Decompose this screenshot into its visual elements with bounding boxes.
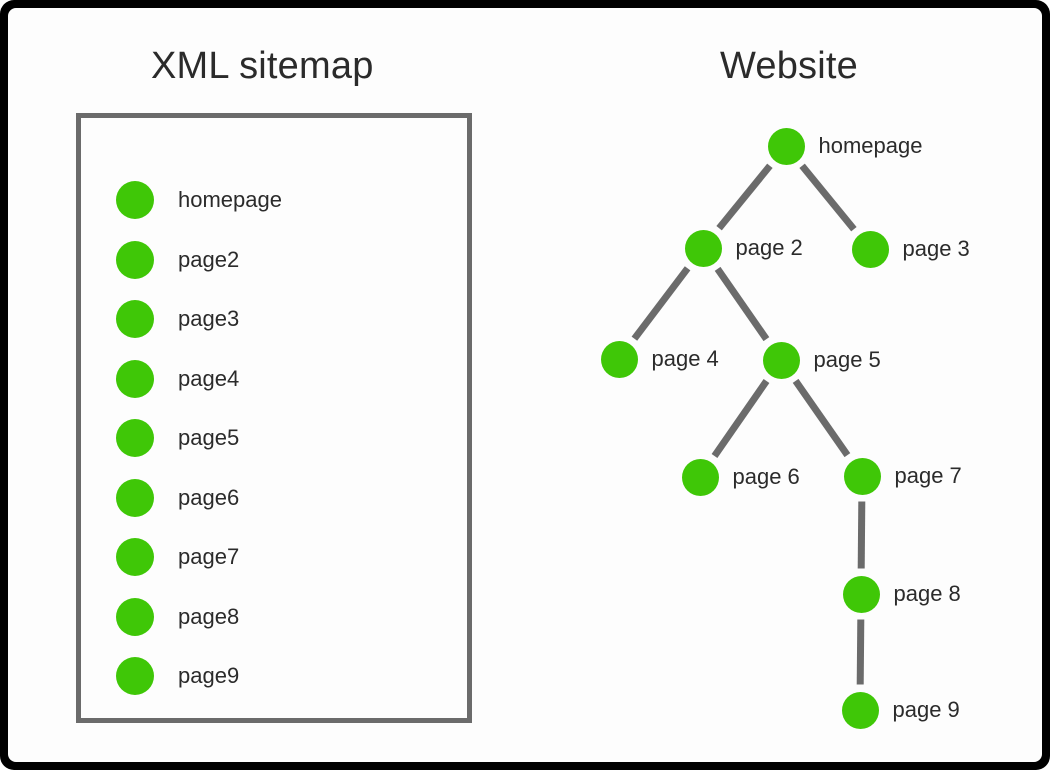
green-dot-icon [116,419,154,457]
tree-edge-page8-to-page9 [856,619,865,685]
tree-node-page6[interactable]: page 6 [681,458,800,496]
tree-node-label: page 4 [651,346,719,371]
list-item[interactable]: page5 [116,419,239,457]
tree-node-page9[interactable]: page 9 [841,691,960,729]
tree-node-label: page 6 [732,464,800,489]
xml-sitemap-box: homepage page2 page3 page4 page5 page6 page7 pa… [76,113,472,723]
list-item[interactable]: page4 [116,359,240,398]
list-item-label: page8 [178,603,240,629]
tree-edge-homepage-to-page2 [716,163,773,231]
list-item[interactable]: page7 [116,538,239,576]
tree-edge-page2-to-page4 [631,266,691,341]
green-dot-icon [762,341,800,379]
list-item[interactable]: page6 [116,478,240,517]
tree-edge-page7-to-page8 [857,501,866,569]
tree-node-label: page 9 [892,697,960,722]
tree-edge-page5-to-page7 [792,378,851,458]
list-item-label: page5 [178,425,240,450]
tree-node-label: page 5 [813,347,881,372]
list-item[interactable]: page2 [116,240,240,279]
tree-node-homepage[interactable]: homepage [767,127,923,165]
page-title-website: Website [720,45,858,87]
tree-node-page2[interactable]: page 2 [684,229,803,267]
tree-node-label: page 8 [893,581,961,606]
green-dot-icon [116,359,154,398]
list-item-label: page7 [178,544,240,569]
tree-node-page5[interactable]: page 5 [762,341,881,379]
green-dot-icon [600,340,638,378]
green-dot-icon [767,127,805,165]
website-tree: homepage page 2 page 3 page 4 page 5 page 6 pa… [8,8,1042,762]
green-dot-icon [841,691,879,729]
tree-edge-homepage-to-page3 [799,163,857,232]
tree-node-page7[interactable]: page 7 [843,457,962,495]
tree-node-label: page 2 [735,235,803,260]
tree-edge-page5-to-page6 [711,379,770,458]
tree-node-label: page 7 [894,463,962,488]
green-dot-icon [681,458,719,496]
green-dot-icon [842,575,880,613]
tree-edges-layer [631,163,866,685]
list-item[interactable]: page8 [116,597,240,636]
diagram-surface: XML sitemap Website homepage page2 page3 pa… [8,8,1042,762]
list-item-label: homepage [178,187,282,212]
green-dot-icon [116,181,154,219]
green-dot-icon [116,478,154,517]
list-item-label: page9 [178,663,240,688]
list-item[interactable]: page9 [116,657,239,695]
tree-node-page3[interactable]: page 3 [851,230,970,268]
list-item[interactable]: page3 [116,300,239,338]
green-dot-icon [116,538,154,576]
list-item-label: page2 [178,246,240,272]
tree-node-label: homepage [818,133,923,158]
list-item-label: page6 [178,484,240,510]
green-dot-icon [116,657,154,695]
tree-node-page8[interactable]: page 8 [842,575,961,613]
green-dot-icon [851,230,889,268]
green-dot-icon [684,229,722,267]
list-item-label: page4 [178,365,240,391]
green-dot-icon [843,457,881,495]
green-dot-icon [116,240,154,279]
tree-node-label: page 3 [902,236,970,261]
tree-node-page4[interactable]: page 4 [600,340,719,378]
green-dot-icon [116,300,154,338]
list-item[interactable]: homepage [116,181,282,219]
tree-edge-page2-to-page5 [714,266,770,342]
list-item-label: page3 [178,306,240,331]
page-title-xml-sitemap: XML sitemap [151,45,374,87]
green-dot-icon [116,597,154,636]
